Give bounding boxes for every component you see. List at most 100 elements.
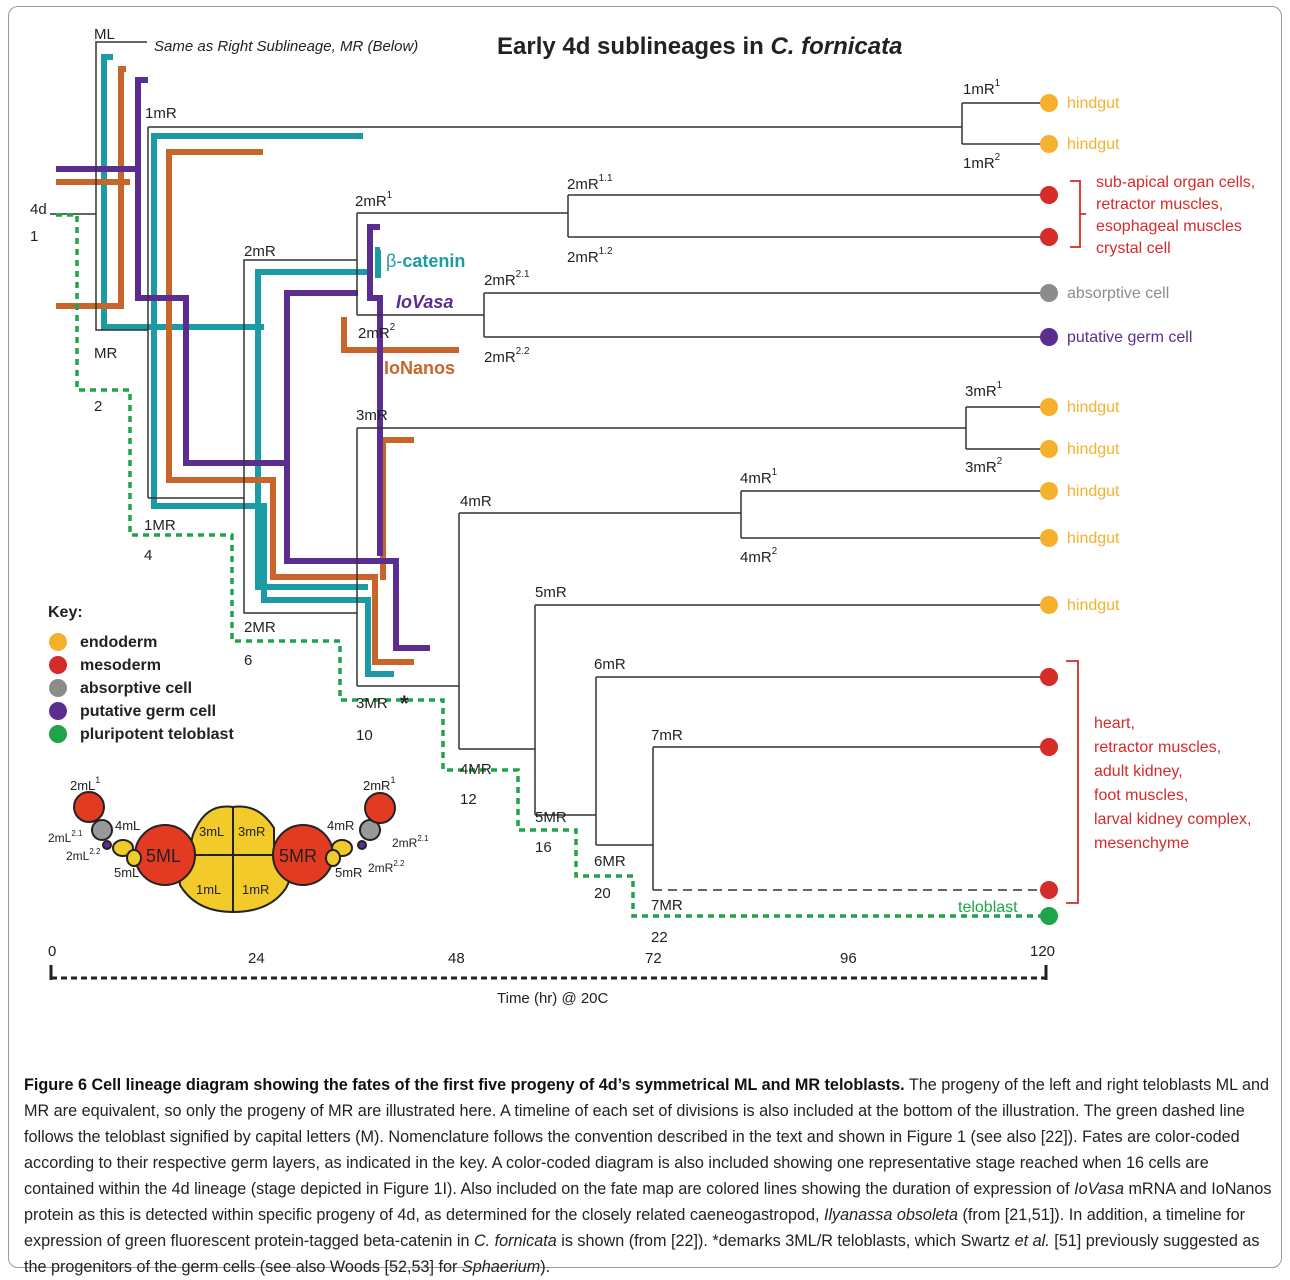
cell-count: 10	[356, 727, 373, 744]
embryo-label: 5mR	[335, 865, 362, 880]
fate-label: larval kidney complex,	[1094, 811, 1251, 828]
figure-frame	[8, 6, 1282, 1268]
caption-title: Figure 6 Cell lineage diagram showing th…	[24, 1076, 905, 1094]
ml-note: Same as Right Sublineage, MR (Below)	[154, 38, 418, 55]
embryo-label: 2mR1	[363, 775, 395, 793]
tree-2mR1	[567, 194, 1049, 238]
fate-dot-germ	[1040, 328, 1058, 346]
key-swatch-endoderm	[49, 633, 67, 651]
fate-dot-endoderm	[1040, 529, 1058, 547]
timeline-tick-label: 0	[48, 943, 56, 960]
timeline-tick-label: 120	[1030, 943, 1055, 960]
lonanos-track-d	[341, 317, 459, 353]
fate-label: putative germ cell	[1067, 329, 1192, 346]
fate-dot-mesoderm	[1040, 668, 1058, 686]
label-5mR: 5mR	[535, 584, 567, 601]
label-6MR: 6MR	[594, 853, 626, 870]
fate-dot-endoderm	[1040, 94, 1058, 112]
fate-dot-teloblast	[1040, 907, 1058, 925]
cell-count: 6	[244, 652, 252, 669]
key-label: mesoderm	[80, 657, 161, 674]
tree-6MR	[652, 746, 1049, 890]
beta-catenin-track-d	[375, 247, 381, 278]
caption-italic: Ilyanassa obsoleta	[823, 1206, 959, 1224]
fate-label: mesenchyme	[1094, 835, 1189, 852]
label-2mR22: 2mR2.2	[484, 346, 530, 366]
beta-catenin-track-a	[101, 54, 264, 330]
lovasa-track-d	[284, 290, 358, 463]
beta-catenin-track-b	[151, 133, 394, 677]
caption-italic: IoVasa	[1074, 1180, 1124, 1198]
fate-label: hindgut	[1067, 136, 1120, 153]
tree-mr	[147, 126, 962, 498]
fate-dot-endoderm	[1040, 596, 1058, 614]
label-2mR2: 2mR2	[358, 322, 396, 342]
fate-label: adult kidney,	[1094, 763, 1183, 780]
beta-catenin-label: β-catenin	[386, 251, 465, 271]
label-2mR: 2mR	[244, 243, 276, 260]
cell-count: 16	[535, 839, 552, 856]
cell-count: 2	[94, 398, 102, 415]
label-1mR: 1mR	[145, 105, 177, 122]
tree-2mR2	[483, 292, 1049, 338]
embryo-label: 2mR2.2	[368, 859, 405, 875]
caption-text: is shown (from [22]). *demarks 3ML/R tel…	[556, 1232, 1015, 1250]
key-swatch-germ	[49, 702, 67, 720]
fate-label: teloblast	[958, 899, 1018, 916]
embryo-label: 1mR	[242, 882, 269, 897]
tree-root	[54, 41, 148, 331]
tree-2mR	[356, 212, 568, 316]
embryo-label: 4mR	[327, 818, 354, 833]
label-mr: MR	[94, 345, 117, 362]
embryo-label: 2mL2.2	[66, 847, 101, 863]
fate-label: hindgut	[1067, 441, 1120, 458]
embryo-label: 5ML	[146, 846, 181, 866]
label-2mR12: 2mR1.2	[567, 246, 613, 266]
embryo-label: 2mR2.1	[392, 834, 429, 850]
key-swatch-absorptive	[49, 679, 67, 697]
label-3MR-star: *	[400, 691, 409, 716]
embryo-label: 5MR	[279, 846, 317, 866]
tree-4mR	[740, 490, 1049, 539]
fate-label: hindgut	[1067, 95, 1120, 112]
embryo-label: 3mL	[199, 824, 224, 839]
lineage-diagram: Early 4d sublineages in C. fornicata Sam…	[30, 26, 1255, 1007]
lovasa-track-a	[135, 77, 430, 651]
embryo-label: 5mL	[114, 865, 139, 880]
fate-label: retractor muscles,	[1096, 196, 1223, 213]
timeline-tick-label: 96	[840, 950, 857, 967]
label-1mR2: 1mR2	[963, 152, 1001, 172]
caption-text: The progeny of the left and right telobl…	[24, 1076, 1270, 1198]
embryo-label: 2mL2.1	[48, 829, 83, 845]
caption-italic: Sphaerium	[461, 1258, 541, 1276]
tree-3MR	[458, 512, 741, 750]
timeline-tick-label: 24	[248, 950, 265, 967]
fate-label: sub-apical organ cells,	[1096, 174, 1255, 191]
key-swatch-mesoderm	[49, 656, 67, 674]
cell-count: 20	[594, 885, 611, 902]
lovasa-label: IoVasa	[396, 292, 453, 312]
fate-dot-mesoderm	[1040, 186, 1058, 204]
label-3mR2: 3mR2	[965, 456, 1003, 476]
tree-1MR	[148, 259, 357, 614]
embryo-label: 4mL	[115, 818, 140, 833]
label-2mR1: 2mR1	[355, 190, 393, 210]
fate-dot-mesoderm	[1040, 738, 1058, 756]
fate-dot-endoderm	[1040, 135, 1058, 153]
label-1mR1: 1mR1	[963, 78, 1001, 98]
caption-text: (from [21,51]). In addition, a timeline …	[24, 1206, 1246, 1250]
embryo-illustration	[73, 791, 396, 914]
tree-2MR	[356, 427, 966, 687]
label-2mR21: 2mR2.1	[484, 269, 530, 289]
label-7MR: 7MR	[651, 897, 683, 914]
fate-label: hindgut	[1067, 483, 1120, 500]
caption-text: ).	[540, 1258, 551, 1276]
cell-count: 1	[30, 228, 38, 245]
label-4d: 4d	[30, 201, 47, 218]
fate-dot-endoderm	[1040, 440, 1058, 458]
label-3mR: 3mR	[356, 407, 388, 424]
tree-5MR	[595, 676, 1049, 846]
label-3mR1: 3mR1	[965, 380, 1003, 400]
diagram-title: Early 4d sublineages in C. fornicata	[497, 33, 902, 60]
caption-text: mRNA and IoNanos protein as this is dete…	[24, 1180, 1272, 1224]
